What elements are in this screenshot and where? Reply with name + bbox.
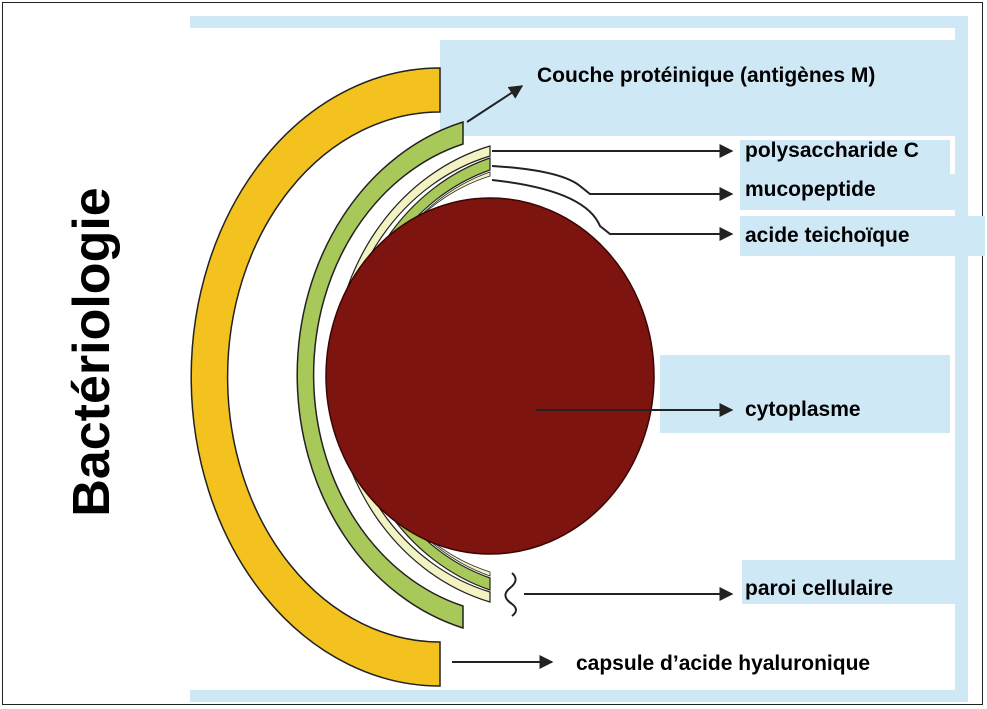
cytoplasm-circle	[326, 198, 654, 554]
label-mucopeptide: mucopeptide	[745, 176, 876, 204]
label-capsule: capsule d’acide hyaluronique	[576, 650, 870, 678]
diagram-title: Bactériologie	[62, 187, 122, 516]
label-paroi-cellulaire: paroi cellulaire	[745, 575, 893, 603]
label-cytoplasme: cytoplasme	[745, 396, 861, 424]
label-acide-teichoique: acide teichoïque	[745, 222, 910, 250]
label-couche-proteinique: Couche protéinique (antigènes M)	[537, 62, 875, 90]
label-polysaccharide: polysaccharide C	[745, 137, 919, 165]
